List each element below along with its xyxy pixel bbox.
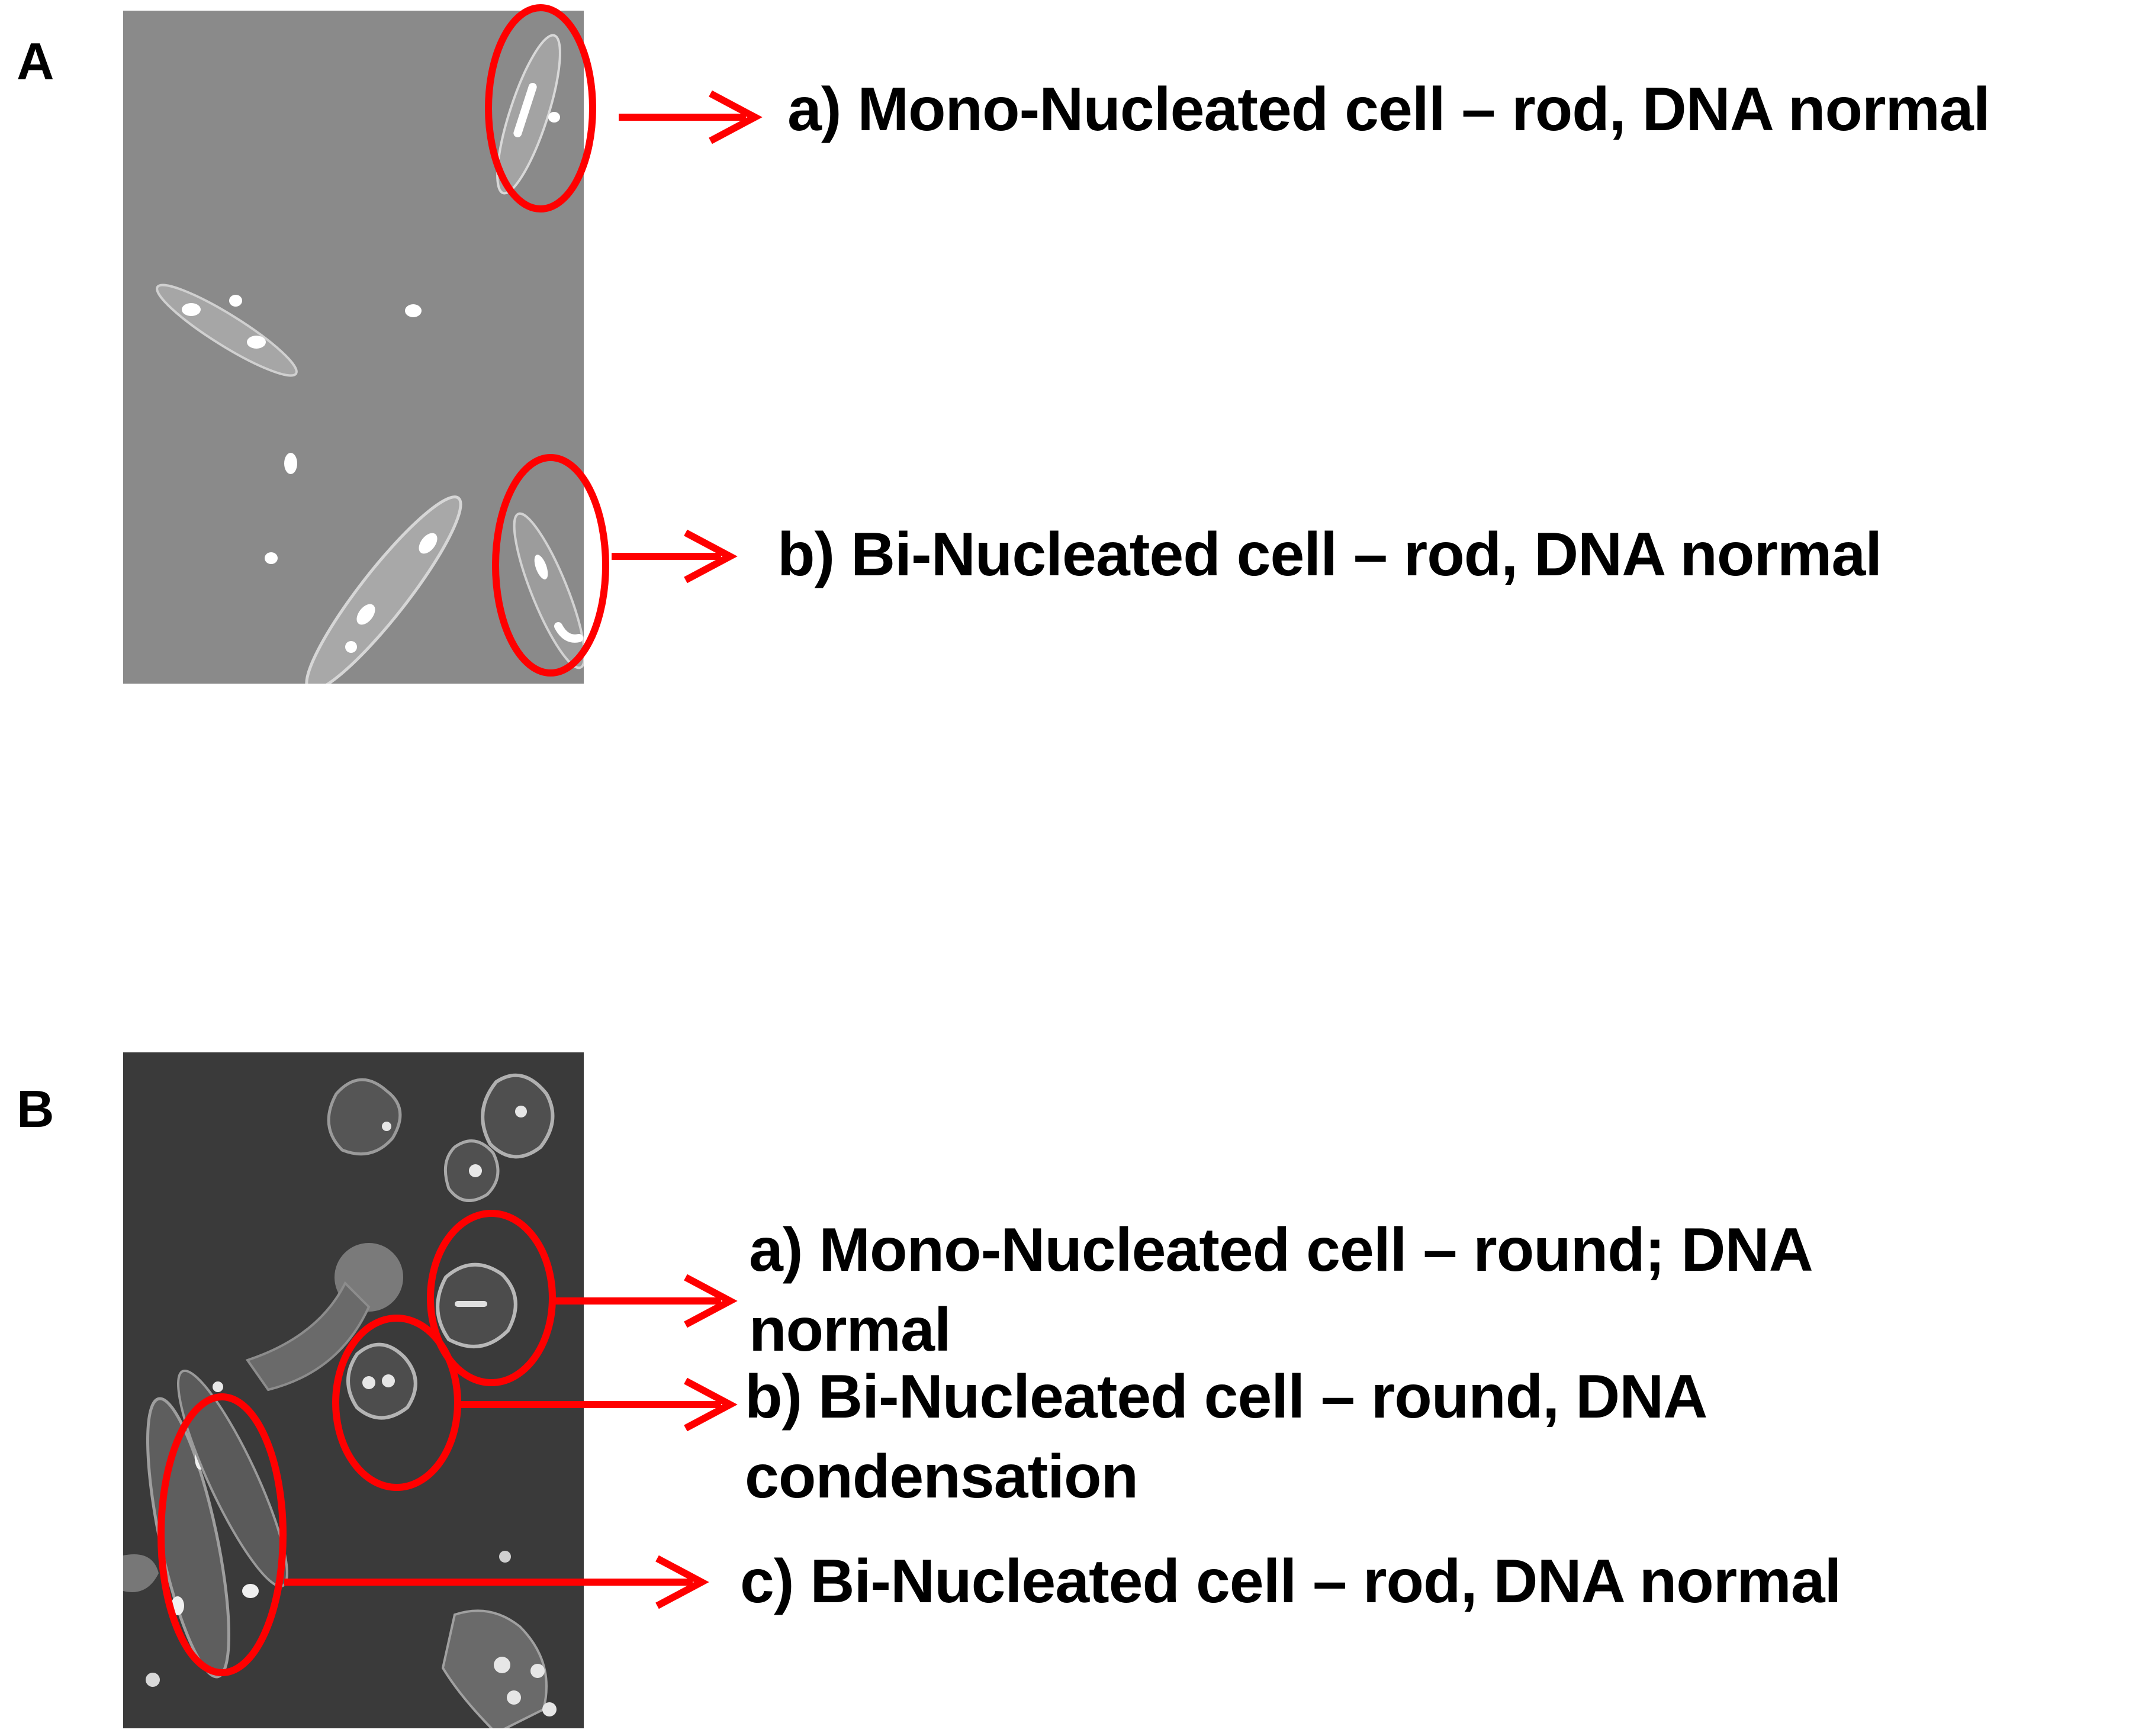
circle-b-c <box>157 1393 287 1676</box>
circle-a-a <box>485 4 596 212</box>
label-b-c: c) Bi-Nucleated cell – rod, DNA normal <box>740 1547 1841 1616</box>
panel-a-micrograph <box>123 11 584 684</box>
circle-a-b <box>492 454 609 677</box>
cell-rod-top <box>496 34 561 195</box>
label-a-a: a) Mono-Nucleated cell – rod, DNA normal <box>787 75 1990 144</box>
label-b-b: b) Bi-Nucleated cell – round, DNA conden… <box>745 1363 1706 1512</box>
label-b-a: a) Mono-Nucleated cell – round; DNA norm… <box>749 1216 1811 1365</box>
panel-b-letter: B <box>17 1080 54 1138</box>
circle-b-b <box>332 1315 461 1491</box>
label-a-b: b) Bi-Nucleated cell – rod, DNA normal <box>777 520 1882 589</box>
panel-a-letter: A <box>17 32 54 91</box>
